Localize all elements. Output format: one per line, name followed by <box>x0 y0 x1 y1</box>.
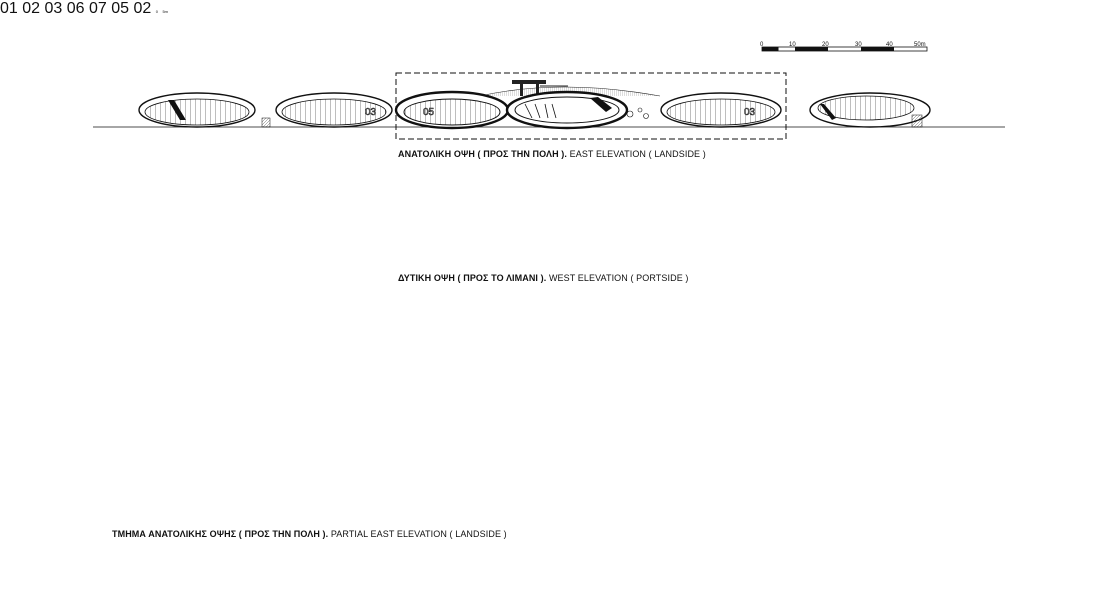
shell-number: 07 <box>89 0 107 17</box>
scale-small-label-5m: 5m <box>162 9 168 14</box>
caption-greek: ΔΥΤΙΚΗ ΟΨΗ ( ΠΡΟΣ ΤΟ ΛΙΜΑΝΙ ). <box>398 273 547 283</box>
shell <box>809 92 931 128</box>
shell: 06 <box>67 0 89 17</box>
caption-english: EAST ELEVATION ( LANDSIDE ) <box>569 149 706 159</box>
shell <box>505 90 649 130</box>
shell-number: 05 <box>423 107 435 118</box>
background-roof: 05 02 <box>111 0 156 17</box>
scale-label-10: 10 <box>789 42 796 48</box>
background-roof: 01 02 03 06 07 <box>0 0 111 17</box>
shell-number: 02 <box>22 0 41 17</box>
scale-label-0: 0 <box>760 42 764 48</box>
shell-number: 03 <box>44 0 63 17</box>
shell-number: 06 <box>66 0 85 17</box>
shell-number: 03 <box>365 107 377 118</box>
shell: 03 <box>660 92 782 128</box>
west-elevation: 01 02 03 06 07 <box>0 0 111 17</box>
shell: 03 <box>45 0 67 17</box>
caption-english: WEST ELEVATION ( PORTSIDE ) <box>548 273 689 283</box>
shell-number: 03 <box>744 107 756 118</box>
ground-line: 01 02 03 06 07 <box>0 0 111 17</box>
shell: 03 <box>275 92 393 128</box>
shell: 07 <box>89 0 111 17</box>
caption-greek: ΑΝΑΤΟΛΙΚΗ ΟΨΗ ( ΠΡΟΣ ΤΗΝ ΠΟΛΗ ). <box>398 149 567 159</box>
caption-english: PARTIAL EAST ELEVATION ( LANDSIDE ) <box>330 529 507 539</box>
east-elevation: 03 05 03 <box>93 72 1005 140</box>
scale-label-50m: 50m <box>914 42 926 48</box>
caption-west-elevation: ΔΥΤΙΚΗ ΟΨΗ ( ΠΡΟΣ ΤΟ ΛΙΜΑΝΙ ). WEST ELEV… <box>398 273 689 283</box>
scale-bar: 0 10 20 30 40 50m <box>760 42 928 52</box>
ground-line: 05 02 <box>111 0 156 17</box>
shell: 05 <box>111 0 133 17</box>
scale-label-30: 30 <box>855 42 862 48</box>
scale-label-40: 40 <box>886 42 893 48</box>
shell-number: 02 <box>133 0 152 17</box>
section-divider: 05 02 <box>111 0 705 539</box>
shell: 01 <box>0 0 22 17</box>
caption-partial-east-elevation: ΤΜΗΜΑ ΑΝΑΤΟΛΙΚΗΣ ΟΨΗΣ ( ΠΡΟΣ ΤΗΝ ΠΟΛΗ ).… <box>112 529 507 539</box>
scale-bar-small: 0 5m <box>156 0 168 17</box>
background-roof: 01 02 03 06 07 <box>0 0 111 17</box>
scale-small-label-0: 0 <box>155 9 158 14</box>
shell-number: 01 <box>0 0 18 17</box>
shell <box>138 92 256 128</box>
tower-structure <box>512 80 568 96</box>
shell-number: 05 <box>111 0 130 17</box>
scale-label-20: 20 <box>822 42 829 48</box>
caption-east-elevation: ΑΝΑΤΟΛΙΚΗ ΟΨΗ ( ΠΡΟΣ ΤΗΝ ΠΟΛΗ ). EAST EL… <box>398 149 706 159</box>
shell: 02 <box>22 0 44 17</box>
shell: 02 <box>134 0 156 17</box>
caption-greek: ΤΜΗΜΑ ΑΝΑΤΟΛΙΚΗΣ ΟΨΗΣ ( ΠΡΟΣ ΤΗΝ ΠΟΛΗ ). <box>112 529 329 539</box>
shell: 05 <box>394 90 510 130</box>
partial-east-elevation: 05 02 <box>111 0 156 17</box>
background-roof: 05 02 <box>111 0 156 17</box>
